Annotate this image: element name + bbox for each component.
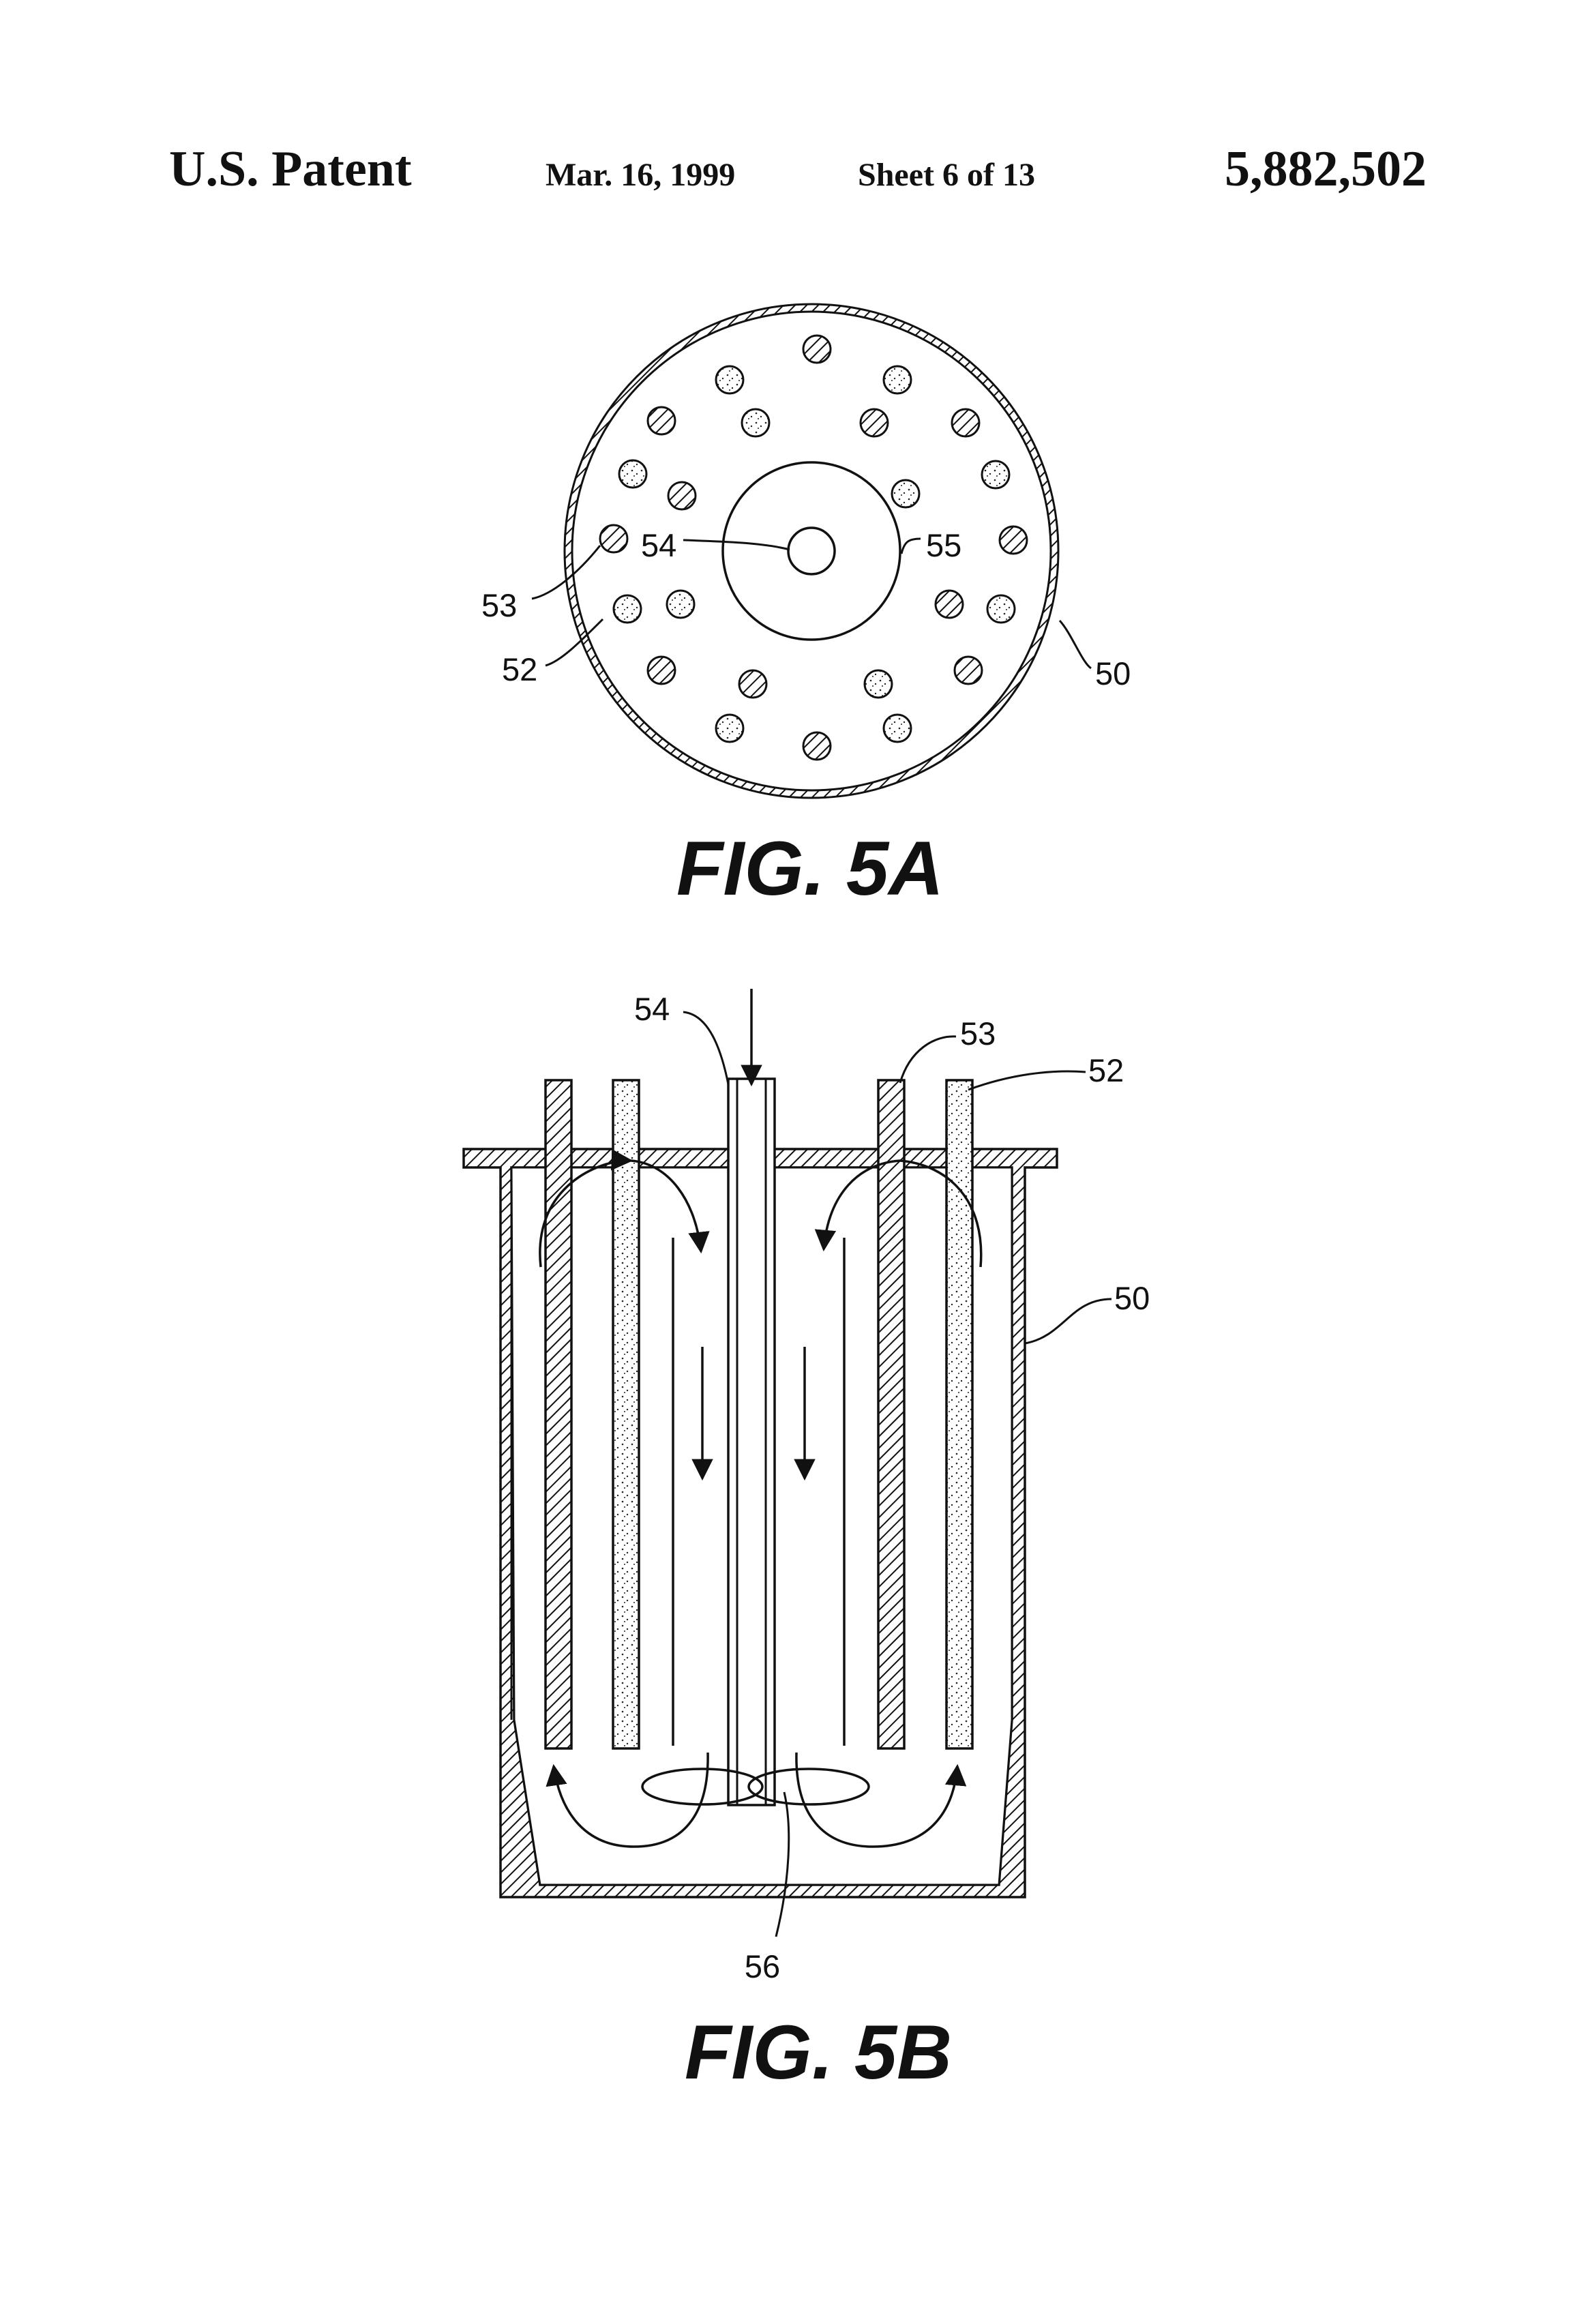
header-patent-label: U.S. Patent bbox=[169, 141, 412, 197]
electrode-53-section bbox=[803, 336, 831, 363]
electrode-52-section bbox=[884, 715, 911, 742]
electrode-53-section bbox=[955, 657, 982, 684]
electrode-53-section bbox=[600, 525, 627, 552]
label-55: 55 bbox=[926, 527, 961, 563]
header-sheet: Sheet 6 of 13 bbox=[858, 157, 1035, 193]
electrode-53-section bbox=[648, 407, 675, 434]
electrode-52-section bbox=[619, 460, 646, 488]
electrode-53-section bbox=[648, 657, 675, 684]
electrode-53-section bbox=[861, 409, 888, 436]
electrode-53-section bbox=[668, 482, 696, 509]
electrode-52-section bbox=[716, 715, 743, 742]
figure-5b: 54 53 52 50 56 FIG. 5B bbox=[464, 989, 1150, 2095]
leader-5b-50 bbox=[1025, 1299, 1111, 1343]
label-5b-50: 50 bbox=[1114, 1280, 1150, 1316]
label-54: 54 bbox=[641, 527, 676, 563]
electrode-53-section bbox=[952, 409, 979, 436]
electrode-53-section bbox=[739, 670, 766, 698]
electrode-52-section bbox=[667, 591, 694, 618]
label-50: 50 bbox=[1095, 655, 1131, 691]
electrode-53-section bbox=[803, 732, 831, 760]
label-5b-56: 56 bbox=[745, 1948, 780, 1984]
label-53: 53 bbox=[481, 587, 517, 623]
leader-5b-52 bbox=[968, 1071, 1086, 1090]
electrode-52-section bbox=[865, 670, 892, 698]
leader-5b-54 bbox=[683, 1012, 728, 1084]
figure-5a: 54 55 53 52 50 FIG. 5A bbox=[481, 304, 1131, 911]
header-patent-number: 5,882,502 bbox=[1225, 141, 1427, 197]
label-52: 52 bbox=[502, 651, 537, 687]
electrode-52-section bbox=[982, 461, 1009, 488]
electrode-52-section bbox=[614, 595, 641, 623]
electrode-52-section bbox=[716, 366, 743, 393]
electrode-52-left bbox=[613, 1080, 639, 1748]
caption-fig-5b: FIG. 5B bbox=[685, 2010, 952, 2095]
caption-fig-5a: FIG. 5A bbox=[676, 826, 944, 911]
label-5b-53: 53 bbox=[960, 1015, 996, 1052]
electrode-53-section bbox=[936, 591, 963, 618]
electrode-52-section bbox=[987, 595, 1015, 623]
electrode-52-section bbox=[892, 480, 919, 507]
electrode-53-right bbox=[878, 1080, 904, 1748]
electrode-52-section bbox=[884, 366, 911, 393]
leader-50 bbox=[1060, 621, 1091, 668]
central-tube-54-outer bbox=[728, 1079, 775, 1805]
label-5b-52: 52 bbox=[1088, 1052, 1124, 1088]
page-header: U.S. Patent Mar. 16, 1999 Sheet 6 of 13 … bbox=[169, 141, 1427, 197]
electrode-53-left bbox=[546, 1080, 571, 1748]
header-date: Mar. 16, 1999 bbox=[546, 157, 735, 193]
leader-5b-53 bbox=[900, 1037, 956, 1083]
electrode-53-section bbox=[1000, 526, 1027, 554]
electrode-52-section bbox=[742, 409, 769, 436]
label-5b-54: 54 bbox=[634, 991, 670, 1027]
